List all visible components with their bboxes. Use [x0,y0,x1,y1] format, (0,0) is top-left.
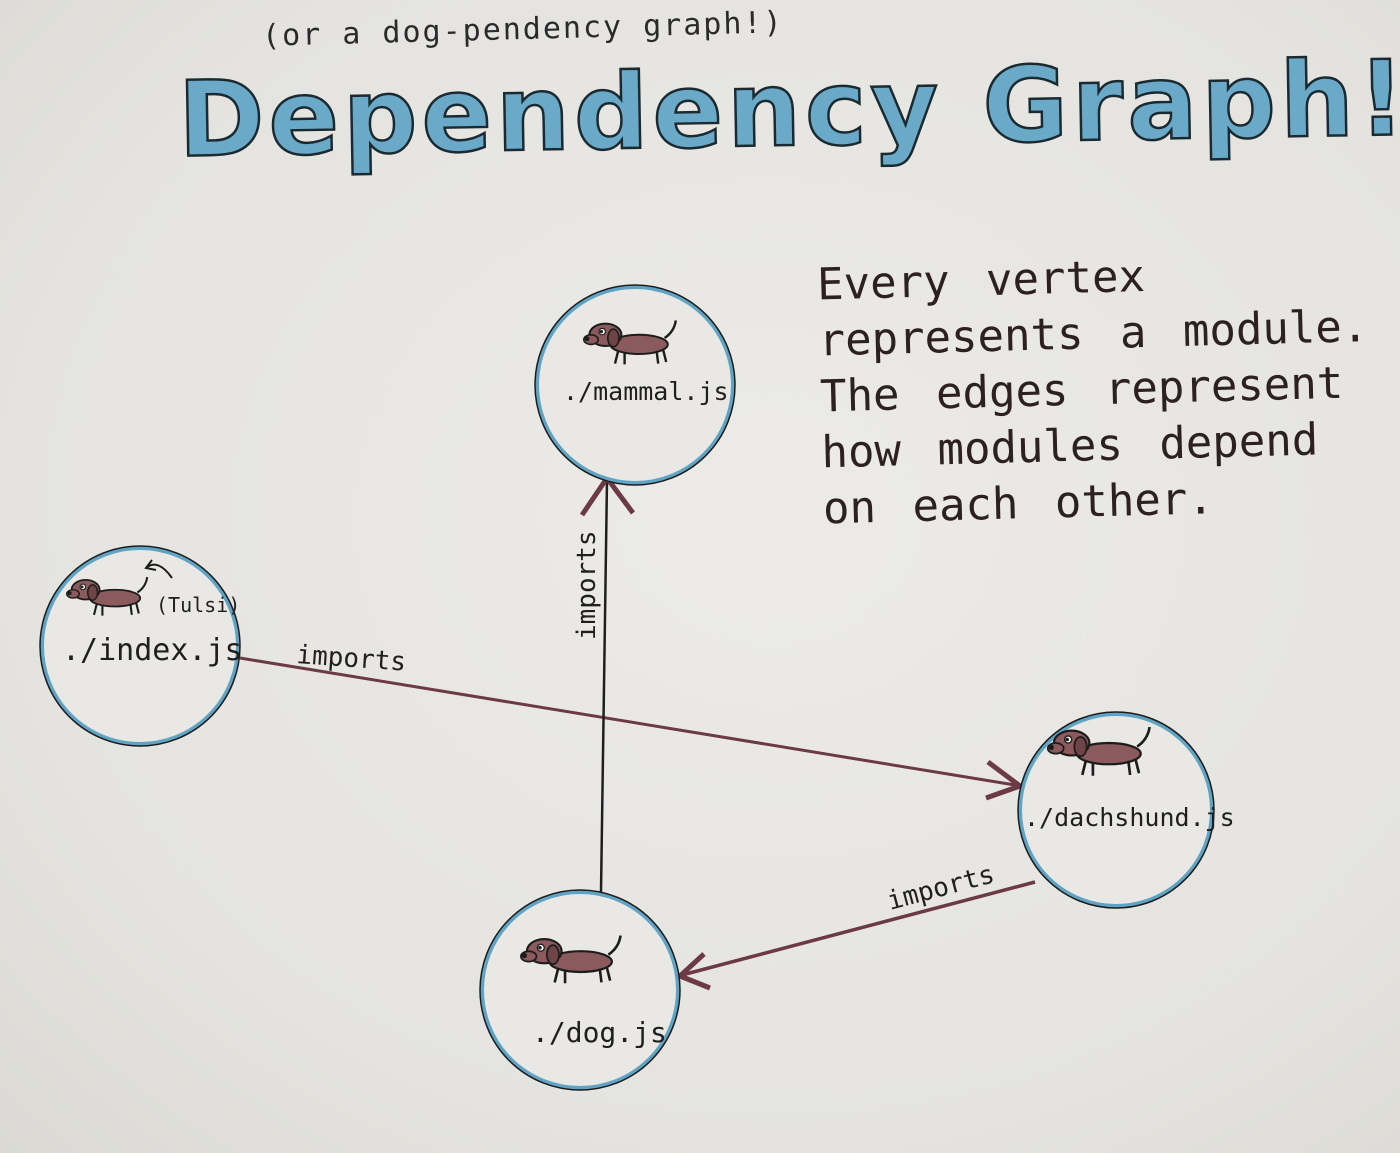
node-index[interactable]: (Tulsi) ./index.js [39,545,243,747]
node-label-mammal: ./mammal.js [563,377,729,406]
node-dog[interactable]: ./dog.js [479,889,681,1091]
node-label-dog: ./dog.js [532,1016,667,1049]
node-dachshund[interactable]: ./dachshund.js [1017,711,1235,909]
edge-label-dog-to-mammal: imports [572,530,602,640]
edge-index-to-dachshund: imports [239,640,1023,801]
dog-name-label: (Tulsi) [156,593,240,617]
node-label-index: ./index.js [62,633,243,668]
node-label-dachshund: ./dachshund.js [1024,803,1235,832]
node-mammal[interactable]: ./mammal.js [534,284,736,486]
edge-dog-to-mammal: imports [572,475,636,893]
edge-label-index-to-dachshund: imports [296,640,407,678]
edge-dachshund-to-dog: imports [677,859,1036,991]
